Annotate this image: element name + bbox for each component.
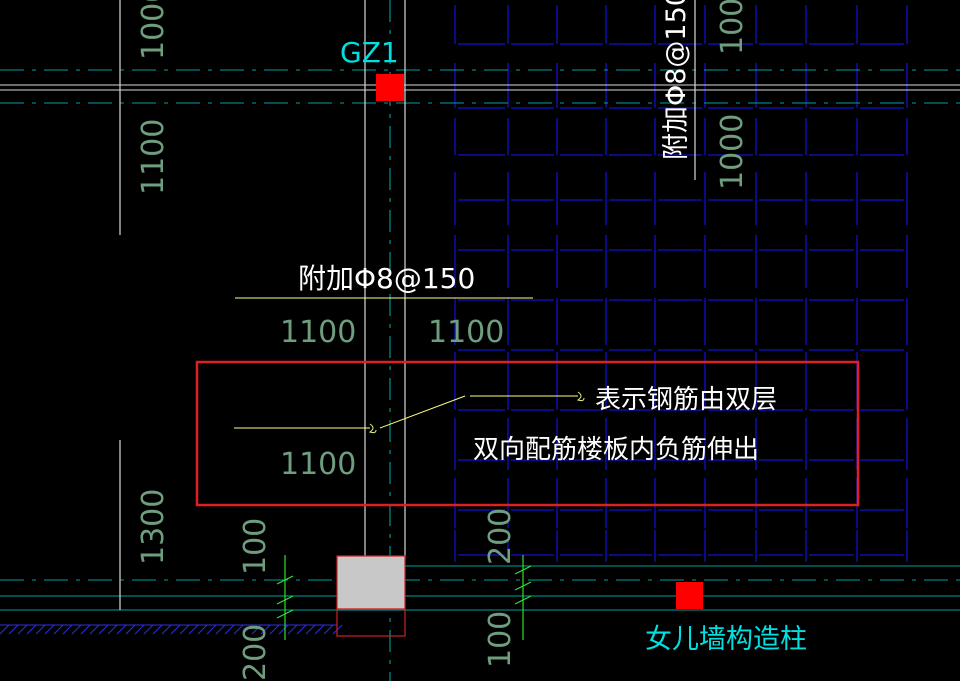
hatch-stroke bbox=[107, 624, 118, 635]
hatch-stroke bbox=[269, 624, 280, 635]
dim-left-1300: 1300 bbox=[136, 489, 171, 565]
hatch-stroke bbox=[170, 624, 181, 635]
hatch-stroke bbox=[305, 624, 316, 635]
beam-lines bbox=[0, 84, 960, 91]
dim-mid-right: 1100 bbox=[428, 315, 504, 350]
rebar-hooks bbox=[368, 391, 585, 434]
hatch-stroke bbox=[116, 624, 127, 635]
hatch-stroke bbox=[287, 624, 298, 635]
slab-grid bbox=[454, 5, 908, 562]
dim-100-bottom: 100 bbox=[483, 611, 518, 668]
dim-200-bottom: 200 bbox=[238, 624, 273, 681]
parapet-column-label: 女儿墙构造柱 bbox=[645, 624, 807, 655]
hatch-stroke bbox=[62, 624, 73, 635]
hatch-stroke bbox=[89, 624, 100, 635]
corner-column bbox=[336, 555, 406, 610]
dim-left-1100: 1100 bbox=[136, 119, 171, 195]
hatch-stroke bbox=[125, 624, 136, 635]
hatch-stroke bbox=[26, 624, 37, 635]
hatch-stroke bbox=[179, 624, 190, 635]
hatch-stroke bbox=[224, 624, 235, 635]
hatch-stroke bbox=[323, 624, 334, 635]
highlight-box bbox=[195, 360, 860, 507]
hatch-stroke bbox=[98, 624, 109, 635]
dim-100-left: 100 bbox=[238, 518, 273, 575]
hatch-stroke bbox=[0, 624, 10, 635]
rebar-label-mid: 附加Φ8@150 bbox=[298, 262, 475, 295]
hatch-stroke bbox=[134, 624, 145, 635]
note-line-2: 双向配筋楼板内负筋伸出 bbox=[473, 435, 759, 465]
dim-right-1000: 1000 bbox=[715, 114, 750, 190]
hatch-stroke bbox=[251, 624, 262, 635]
dimension-ticks bbox=[276, 555, 532, 640]
hatch-stroke bbox=[233, 624, 244, 635]
dim-note-left: 1100 bbox=[280, 447, 356, 482]
hatch-stroke bbox=[260, 624, 271, 635]
hatch-stroke bbox=[8, 624, 19, 635]
hatch-stroke bbox=[152, 624, 163, 635]
hatch-stroke bbox=[242, 624, 253, 635]
hatch-stroke bbox=[17, 624, 28, 635]
hatch-stroke bbox=[71, 624, 82, 635]
axis-lines bbox=[0, 69, 960, 611]
dim-top-right: 1000 bbox=[715, 0, 750, 55]
ground-hatch bbox=[0, 624, 343, 635]
hatch-stroke bbox=[188, 624, 199, 635]
rebar-lines bbox=[234, 297, 578, 429]
dim-top-left: 1000 bbox=[136, 0, 171, 60]
hatch-stroke bbox=[35, 624, 46, 635]
hatch-stroke bbox=[80, 624, 91, 635]
parapet-column bbox=[676, 582, 703, 609]
hatch-stroke bbox=[278, 624, 289, 635]
hatch-stroke bbox=[314, 624, 325, 635]
dim-200-right: 200 bbox=[483, 508, 518, 565]
corner-column-base bbox=[336, 608, 406, 637]
note-line-1: 表示钢筋由双层 bbox=[595, 385, 777, 415]
column-tag-gz1: GZ1 bbox=[340, 36, 399, 69]
column-gz1 bbox=[376, 74, 404, 101]
hatch-stroke bbox=[53, 624, 64, 635]
hatch-stroke bbox=[143, 624, 154, 635]
wall-lines bbox=[119, 0, 696, 610]
hatch-stroke bbox=[206, 624, 217, 635]
rebar-label-top-right: 附加Φ8@150 bbox=[661, 0, 692, 160]
hatch-stroke bbox=[44, 624, 55, 635]
hatch-stroke bbox=[296, 624, 307, 635]
hatch-stroke bbox=[215, 624, 226, 635]
dim-mid-left: 1100 bbox=[280, 315, 356, 350]
hatch-stroke bbox=[161, 624, 172, 635]
hatch-stroke bbox=[197, 624, 208, 635]
